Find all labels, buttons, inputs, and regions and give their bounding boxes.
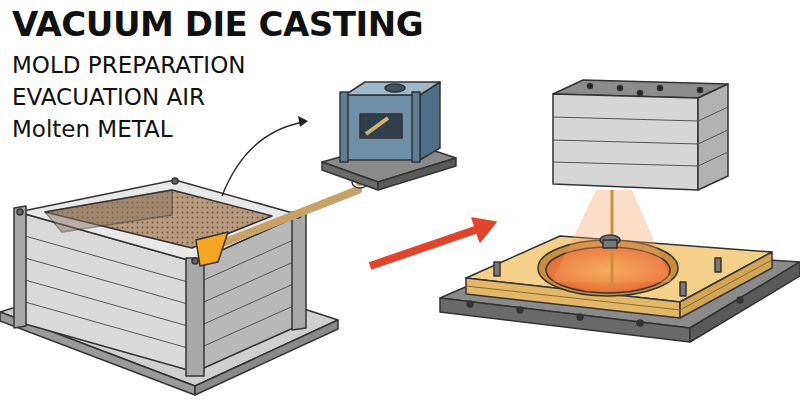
stripe [698, 107, 728, 121]
vacuum-unit [322, 82, 456, 190]
unit-top [345, 82, 440, 95]
guide-pin [680, 282, 686, 296]
unit-base-side [322, 162, 378, 190]
bolt [638, 91, 643, 96]
stripe [698, 130, 728, 144]
process-arrow [370, 218, 496, 266]
bolt [17, 209, 23, 215]
stripe [18, 234, 195, 284]
nozzle-collar [603, 240, 617, 248]
corner-post [292, 212, 306, 330]
bolt [192, 258, 198, 264]
stripe [18, 256, 195, 306]
mold-stripes [18, 234, 300, 350]
bolt [737, 297, 743, 303]
die-side [680, 252, 772, 318]
guide-pin [494, 262, 500, 276]
step-label: Molten METAL [12, 116, 173, 142]
stripe [553, 162, 698, 166]
bolt [698, 88, 703, 93]
unit-post [340, 92, 348, 162]
unit-tube [366, 118, 388, 134]
arrow-head [472, 218, 496, 242]
press-stripes [553, 107, 728, 166]
bolt [637, 320, 643, 326]
press [552, 80, 728, 285]
corner-post [14, 206, 26, 328]
molten-metal [196, 232, 228, 266]
bolt [588, 84, 593, 89]
bolt [172, 178, 178, 184]
stripe [18, 300, 195, 350]
mold-box [14, 178, 306, 376]
ladle-handle [210, 190, 358, 248]
bolt [618, 86, 623, 91]
press-side [698, 84, 728, 190]
pointer-head [298, 116, 308, 127]
stripe [195, 281, 300, 328]
corner-post [186, 258, 204, 376]
unit-hole [385, 84, 405, 92]
bolt [467, 301, 473, 307]
unit-base-side [378, 158, 456, 190]
step-label: MOLD PREPARATION [12, 52, 245, 78]
die-layer [680, 260, 772, 310]
unit-front [345, 95, 420, 160]
unit-post [412, 92, 420, 162]
unit-window [360, 114, 402, 138]
pointer-line [222, 122, 304, 196]
stripe [553, 117, 698, 121]
press-front [553, 94, 698, 190]
diagram-title: VACUUM DIE CASTING [12, 4, 423, 44]
cavity-wall [45, 190, 172, 232]
ladle [196, 176, 368, 266]
stripe [553, 140, 698, 144]
arrow-shaft [370, 229, 478, 266]
bolt [577, 314, 583, 320]
guide-pin [715, 258, 721, 272]
stripe [18, 278, 195, 328]
bolt [517, 307, 523, 313]
stripe [195, 259, 300, 306]
stripe [698, 152, 728, 166]
mold-rim [18, 180, 300, 262]
step-label: EVACUATION AIR [12, 84, 205, 110]
bolt [658, 86, 663, 91]
stripe [195, 303, 300, 350]
